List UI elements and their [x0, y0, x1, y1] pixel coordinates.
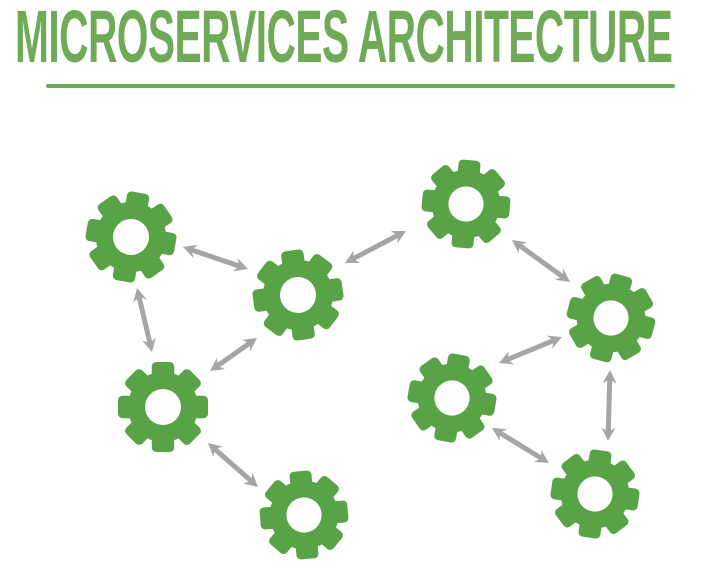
connection-arrow-gear-6-gear-8 [492, 428, 549, 463]
connection-arrow-gear-4-gear-8 [601, 370, 617, 441]
gear-5-icon [118, 362, 208, 452]
connection-arrow-gear-2-gear-3 [345, 231, 406, 263]
gear-3-icon [421, 159, 511, 249]
gear-6-icon [407, 353, 497, 443]
connection-arrow-gear-1-gear-5 [133, 288, 156, 352]
connection-arrow-gear-1-gear-2 [183, 244, 248, 272]
title-underline [46, 84, 675, 88]
page-title: MICROSERVICES ARCHITECTURE [15, 0, 673, 78]
connection-arrow-gear-3-gear-4 [512, 240, 570, 282]
connection-arrow-gear-6-gear-4 [499, 335, 562, 365]
gear-2-icon [252, 249, 344, 341]
gear-4-icon [566, 273, 656, 363]
gear-1-icon [85, 191, 177, 283]
connection-arrow-gear-5-gear-7 [208, 443, 258, 487]
gear-7-icon [259, 470, 349, 560]
gear-8-icon [550, 449, 640, 539]
connection-arrow-gear-5-gear-2 [210, 338, 257, 371]
